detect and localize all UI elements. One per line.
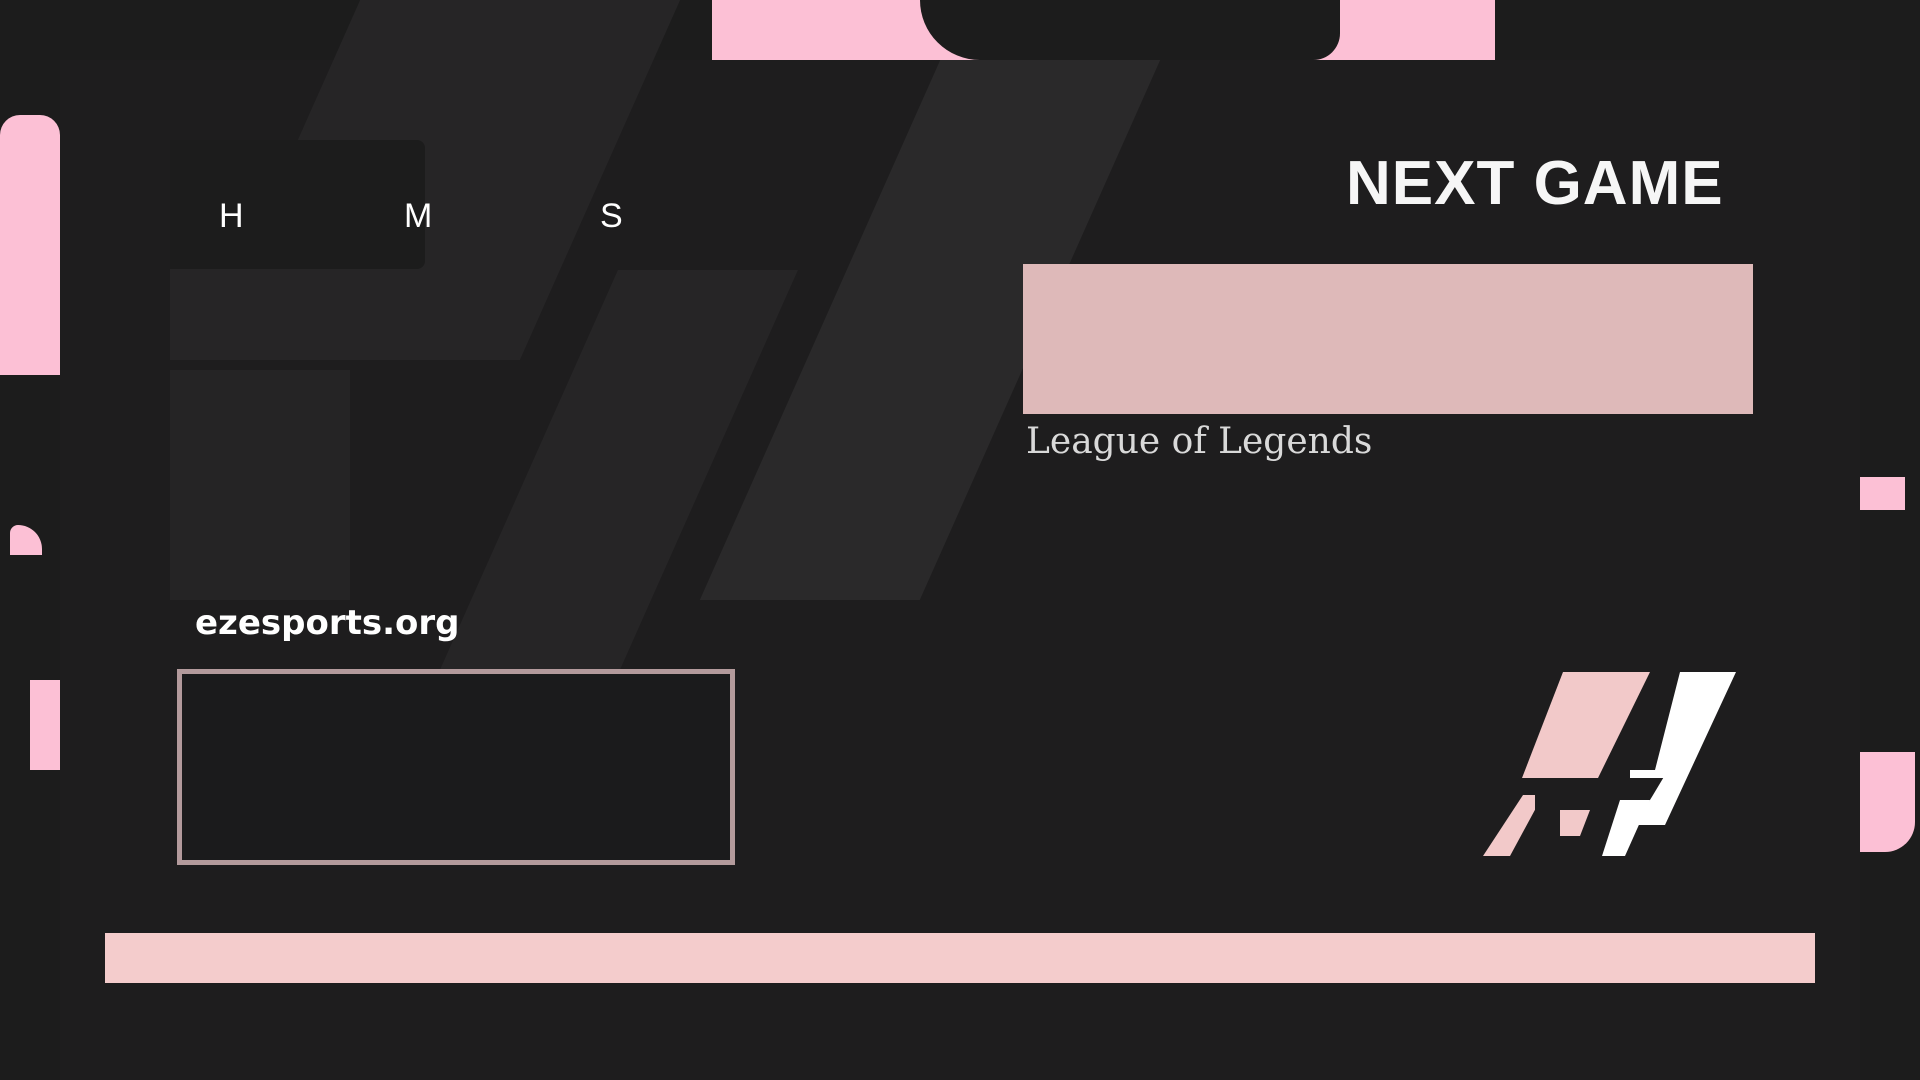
countdown-seconds-label: S <box>600 197 624 235</box>
countdown-hours-label: H <box>219 197 245 235</box>
game-name: League of Legends <box>1026 421 1373 462</box>
watermark-e-shape <box>170 370 350 600</box>
camera-frame-box <box>177 669 735 865</box>
next-game-title: NEXT GAME <box>1346 149 1724 218</box>
website-url: ezesports.org <box>195 603 460 643</box>
ez-logo-icon <box>1480 670 1740 860</box>
background-silhouette <box>920 0 1340 60</box>
background-silhouette <box>1495 0 1535 60</box>
countdown-timer-panel <box>170 140 425 269</box>
background-pink-splash-right <box>1860 752 1915 852</box>
game-banner <box>1023 264 1753 414</box>
background-pink-splash-left <box>0 115 60 375</box>
background-pink-splash-right <box>1860 477 1905 510</box>
background-pink-splash-left <box>10 525 42 555</box>
bottom-ticker-bar <box>105 933 1815 983</box>
countdown-minutes-label: M <box>404 197 434 235</box>
background-pink-splash-left <box>30 680 60 770</box>
